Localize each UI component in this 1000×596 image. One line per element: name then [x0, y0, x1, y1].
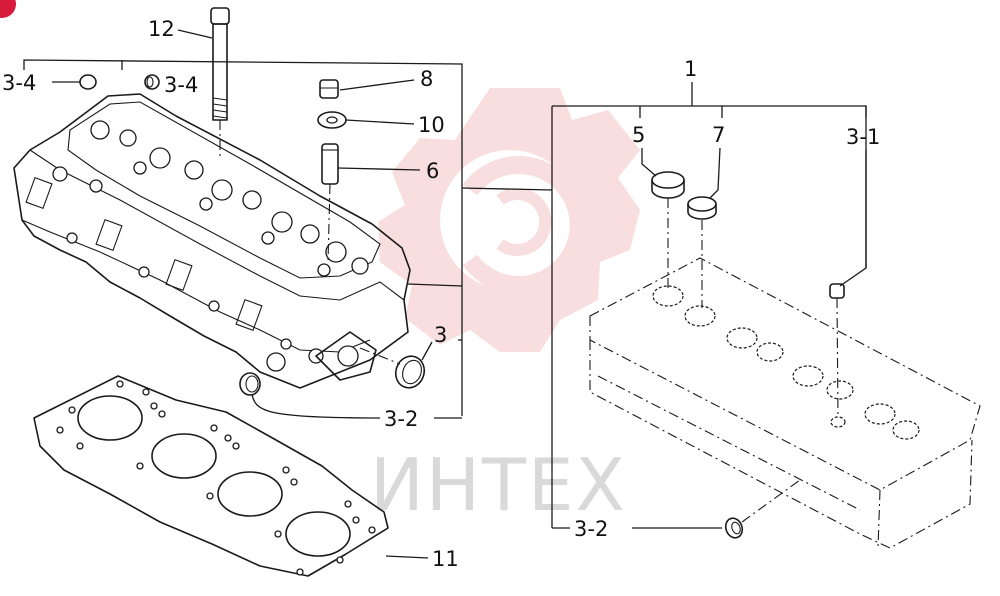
callout-5: 5 [632, 123, 645, 147]
cylinder-head-drawing [13, 93, 411, 389]
plug-3-4-parts [79, 74, 160, 90]
head-gasket-part [33, 375, 389, 577]
right-parts [651, 171, 845, 539]
watermark-logo [378, 88, 640, 352]
callout-3-4-right: 3-4 [164, 73, 198, 97]
callout-labels: 12 3-4 3-4 8 10 6 3 3-2 11 1 5 7 3-1 3-2 [2, 17, 880, 571]
callout-3-4-left: 3-4 [2, 71, 36, 95]
corner-badge [0, 0, 16, 18]
watermark-text: ИНТЕХ [370, 443, 627, 527]
callout-10: 10 [418, 113, 445, 137]
callout-12: 12 [148, 17, 175, 41]
callout-7: 7 [712, 123, 725, 147]
callout-1: 1 [684, 57, 697, 81]
callout-3-2-right: 3-2 [574, 517, 608, 541]
core-plug-parts [239, 347, 426, 396]
callout-3-2-left: 3-2 [384, 407, 418, 431]
cylinder-block-drawing [589, 257, 981, 549]
valve-parts [317, 79, 347, 263]
leader-lines [23, 29, 867, 559]
callout-3-1: 3-1 [846, 125, 880, 149]
callout-11: 11 [432, 547, 459, 571]
head-bolt-part [210, 7, 230, 158]
callout-6: 6 [426, 159, 439, 183]
callout-8: 8 [420, 67, 433, 91]
callout-3: 3 [434, 323, 447, 347]
